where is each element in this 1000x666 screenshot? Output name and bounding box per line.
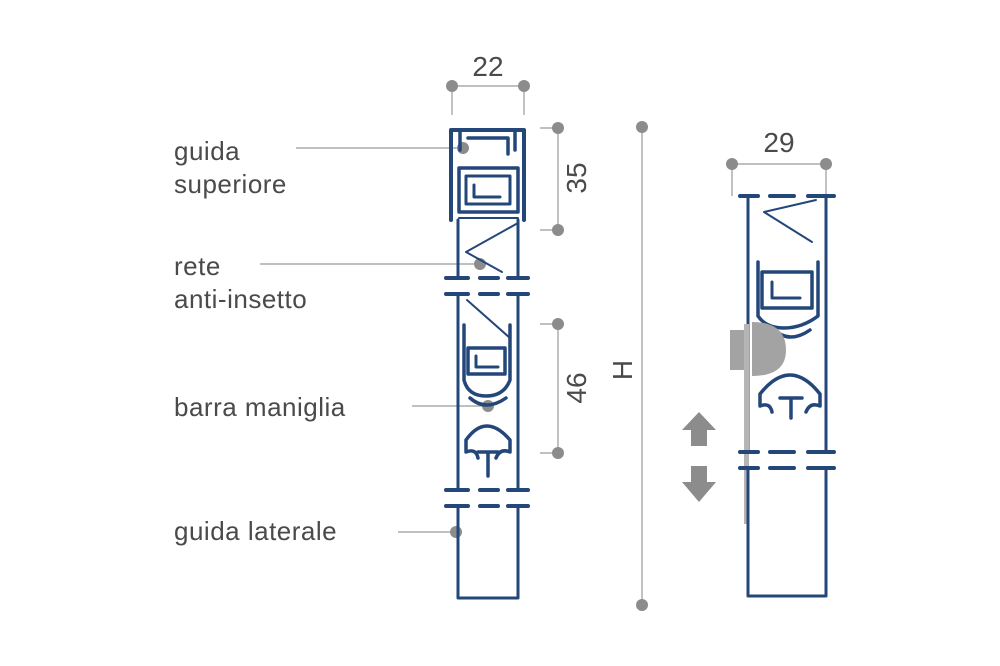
side-rail-profile: [444, 218, 530, 600]
dim-handle-bar-value: 46: [561, 372, 592, 403]
arrow-up-icon: [682, 412, 716, 446]
label-mesh-line1: rete: [174, 251, 221, 281]
dim-width-left-value: 22: [472, 51, 503, 82]
dim-top-rail-value: 35: [561, 162, 592, 193]
label-handle-bar: barra maniglia: [174, 392, 346, 422]
dimension-top-rail-height: 35: [540, 122, 592, 236]
dimension-handle-bar-height: 46: [540, 318, 592, 459]
dimension-overall-height: H: [607, 121, 648, 611]
movement-arrows: [682, 412, 716, 502]
dimension-width-right: 29: [726, 127, 832, 196]
label-top-rail-line2: superiore: [174, 169, 287, 199]
dimension-width-left: 22: [446, 51, 530, 115]
arrow-down-icon: [682, 466, 716, 502]
handle-slider-track: [744, 324, 749, 524]
right-profile-section: [730, 194, 836, 598]
dim-overall-height-value: H: [607, 360, 638, 380]
dim-width-right-value: 29: [763, 127, 794, 158]
top-rail-profile: [449, 128, 526, 222]
label-side-rail: guida laterale: [174, 516, 337, 546]
handle-knob: [752, 322, 786, 376]
label-top-rail-line1: guida: [174, 136, 240, 166]
leader-dot-side-rail: [450, 526, 462, 538]
left-profile-section: [444, 128, 530, 600]
labels: guida superiore rete anti-insetto barra …: [174, 136, 346, 546]
handle-grip: [730, 330, 748, 370]
label-mesh-line2: anti-insetto: [174, 284, 307, 314]
